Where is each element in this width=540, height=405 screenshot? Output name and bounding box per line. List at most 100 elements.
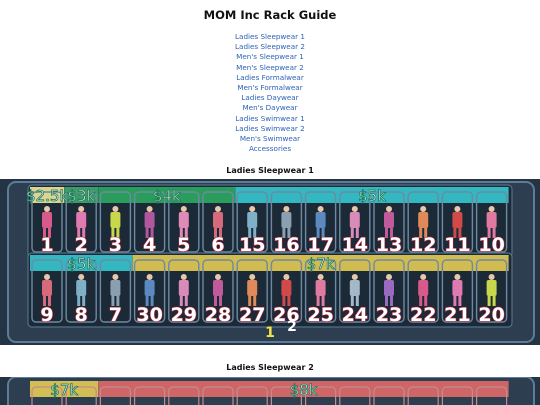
mannequin-head bbox=[249, 206, 256, 212]
garment bbox=[178, 212, 189, 228]
mannequin-head bbox=[146, 274, 153, 280]
garment bbox=[213, 280, 223, 296]
garment-leg bbox=[43, 296, 46, 306]
nav-link[interactable]: Ladies Daywear bbox=[241, 93, 299, 103]
price-band bbox=[64, 187, 99, 203]
garment bbox=[213, 212, 223, 228]
garment-leg bbox=[111, 228, 115, 238]
price-label: $7k bbox=[50, 381, 78, 399]
garment bbox=[452, 212, 463, 228]
garment-leg bbox=[43, 228, 46, 238]
mannequin-head bbox=[351, 206, 358, 212]
mannequin-head bbox=[215, 274, 221, 280]
price-label: $5k bbox=[67, 255, 95, 273]
nav-item: Ladies Formalwear bbox=[0, 70, 540, 82]
nav-item: Men's Swimwear bbox=[0, 131, 540, 143]
hanger-slot bbox=[168, 259, 200, 323]
garment-leg bbox=[219, 296, 222, 306]
nav-link[interactable]: Ladies Sleepwear 2 bbox=[235, 42, 305, 52]
garment-leg bbox=[282, 228, 286, 238]
hanger-slot bbox=[133, 191, 166, 253]
hanger-slot bbox=[475, 191, 508, 253]
garment-leg bbox=[179, 228, 183, 238]
nav-item: Ladies Daywear bbox=[0, 90, 540, 103]
nav-link[interactable]: Men's Formalwear bbox=[237, 82, 303, 92]
garment bbox=[76, 212, 87, 228]
hanger-slot bbox=[65, 191, 97, 253]
rack-image-ladies-sleepwear-2: $7k$8k bbox=[0, 377, 540, 405]
garment bbox=[315, 212, 326, 228]
price-label: $2.5k bbox=[26, 187, 68, 205]
slot-number: 5 bbox=[177, 234, 190, 256]
nav-item: Men's Sleepwear 2 bbox=[0, 60, 540, 72]
hanger-slot bbox=[31, 386, 63, 405]
hanger-slot bbox=[99, 259, 132, 323]
garment-leg bbox=[116, 228, 120, 238]
garment-leg bbox=[385, 228, 388, 238]
nav-item: Men's Sleepwear 1 bbox=[0, 49, 540, 62]
hanger-slot bbox=[476, 386, 508, 405]
hanger-slot bbox=[305, 386, 337, 405]
rack-diagram: $7k$8k bbox=[7, 377, 535, 405]
hanger-slot bbox=[236, 191, 268, 253]
nav-link[interactable]: Men's Sleepwear 2 bbox=[236, 62, 304, 72]
nav-link[interactable]: Ladies Sleepwear 1 bbox=[235, 32, 305, 41]
slot-number: 12 bbox=[410, 234, 436, 256]
nav-link[interactable]: Ladies Formalwear bbox=[236, 72, 304, 82]
garment bbox=[384, 212, 394, 228]
mannequin-head bbox=[180, 206, 187, 212]
hanger-slot bbox=[202, 386, 234, 405]
garment-leg bbox=[419, 296, 423, 306]
nav-link[interactable]: Accessories bbox=[248, 144, 292, 154]
hanger-slot bbox=[373, 386, 405, 405]
price-band bbox=[30, 255, 133, 271]
nav-link[interactable]: Men's Swimwear bbox=[239, 133, 301, 143]
hanger-slot bbox=[65, 386, 97, 405]
nav-link[interactable]: Men's Daywear bbox=[242, 103, 298, 113]
hanger-slot bbox=[31, 191, 63, 253]
mannequin-head bbox=[249, 274, 256, 280]
garment-leg bbox=[150, 296, 154, 306]
hanger-slot bbox=[339, 386, 371, 405]
garment-leg bbox=[487, 296, 491, 306]
price-label: $5k bbox=[358, 187, 386, 205]
nav-link[interactable]: Ladies Swimwear 1 bbox=[235, 113, 305, 123]
garment bbox=[315, 280, 326, 296]
price-label: $4k bbox=[153, 187, 181, 205]
nav-link[interactable]: Men's Sleepwear 1 bbox=[236, 52, 304, 62]
mannequin-head bbox=[112, 206, 119, 212]
mannequin-head bbox=[488, 206, 495, 212]
nav-item: Ladies Sleepwear 1 bbox=[0, 29, 540, 41]
page-title: MOM Inc Rack Guide bbox=[203, 8, 337, 22]
slot-number: 20 bbox=[478, 304, 504, 326]
slot-number: 9 bbox=[40, 304, 53, 326]
mannequin-head bbox=[420, 206, 427, 212]
mannequin-head bbox=[283, 274, 290, 280]
mannequin-head bbox=[78, 206, 85, 212]
slot-number: 22 bbox=[410, 304, 436, 326]
hanger-slot bbox=[168, 191, 200, 253]
nav-item: Men's Daywear bbox=[0, 100, 540, 113]
mannequin-head bbox=[44, 206, 50, 212]
garment-leg bbox=[253, 296, 257, 306]
mannequin-head bbox=[112, 274, 119, 280]
garment bbox=[144, 280, 155, 296]
hanger-slot bbox=[339, 259, 371, 323]
price-label: $7k bbox=[307, 255, 335, 273]
garment bbox=[42, 212, 52, 228]
garment bbox=[486, 212, 497, 228]
garment-leg bbox=[458, 228, 462, 238]
garment bbox=[418, 212, 429, 228]
price-label: $3k bbox=[67, 187, 95, 205]
slot-number: 2 bbox=[75, 234, 88, 256]
garment bbox=[76, 280, 87, 296]
price-band bbox=[132, 255, 509, 271]
nav-item: Men's Formalwear bbox=[0, 80, 540, 92]
slot-number: 21 bbox=[444, 304, 470, 326]
garment-leg bbox=[458, 296, 462, 306]
nav-link[interactable]: Ladies Swimwear 2 bbox=[235, 123, 305, 133]
mannequin-head bbox=[420, 274, 427, 280]
garment-leg bbox=[145, 296, 149, 306]
slot-number: 4 bbox=[143, 234, 156, 256]
garment-leg bbox=[48, 296, 51, 306]
